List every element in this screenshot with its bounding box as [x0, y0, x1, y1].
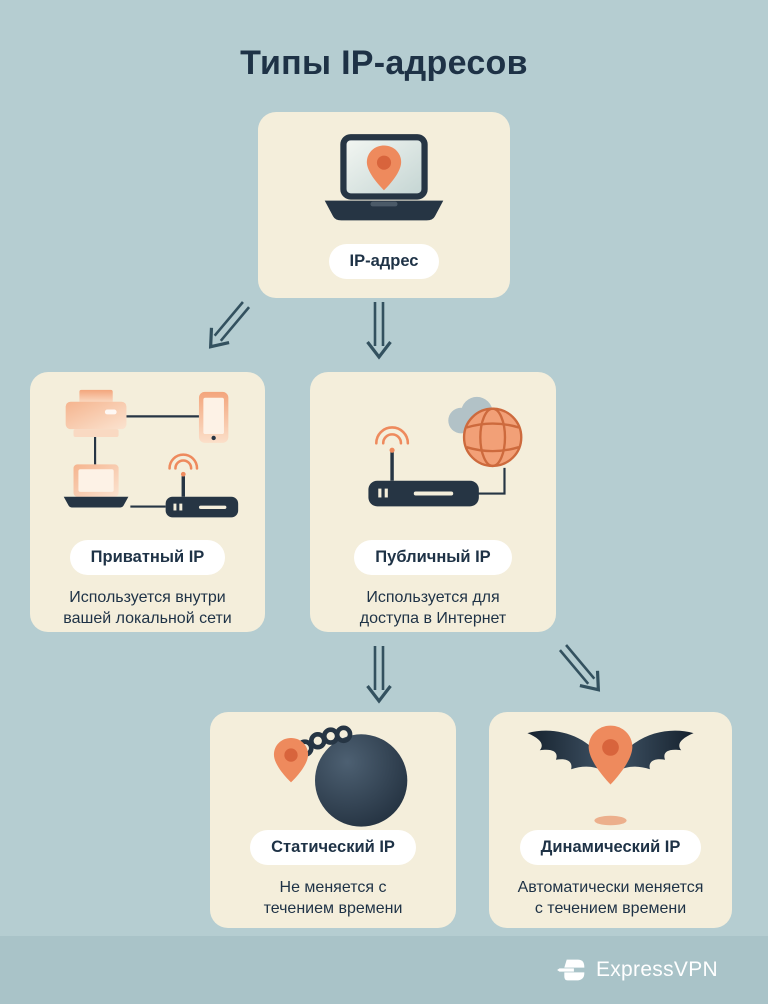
winged-pin-icon — [527, 725, 694, 826]
dynamic-ip-description-line1: Автоматически меняется — [517, 878, 704, 896]
router-globe-icon — [368, 396, 523, 507]
card-dynamic-ip: Динамический IP Автоматически меняется с… — [489, 712, 732, 928]
private-ip-description: Используется внутри вашей локальной сети — [63, 587, 231, 629]
laptop-location-pin-illustration — [258, 112, 510, 244]
local-network-icon — [63, 389, 238, 518]
label-pill-static-ip: Статический IP — [250, 830, 416, 865]
down-arrow-icon — [366, 646, 392, 704]
down-arrow-icon — [366, 302, 392, 360]
ball-and-chain-pin-icon — [273, 725, 408, 827]
private-ip-description-line1: Используется внутри — [69, 588, 226, 606]
local-network-illustration — [30, 372, 265, 540]
ball-and-chain-illustration — [210, 712, 456, 830]
arrow-public-to-dynamic — [551, 637, 611, 701]
page-title: Типы IP-адресов — [240, 44, 528, 82]
expressvpn-wordmark: ExpressVPN — [595, 958, 718, 981]
dynamic-ip-description-line2: с течением времени — [534, 899, 687, 917]
label-pill-public-ip: Публичный IP — [354, 540, 512, 575]
down-right-arrow-icon — [558, 644, 601, 692]
static-ip-description-line2: течением времени — [263, 899, 403, 917]
label-pill-private-ip: Приватный IP — [69, 540, 226, 575]
label-pill-ip-address: IP-адрес — [328, 244, 440, 279]
down-left-arrow-icon — [208, 301, 251, 349]
public-ip-description-line2: доступа в Интернет — [359, 609, 507, 627]
card-ip-address: IP-адрес — [258, 112, 510, 298]
card-static-ip: Статический IP Не меняется с течением вр… — [210, 712, 456, 928]
expressvpn-logo: ExpressVPN — [557, 958, 718, 982]
static-ip-description-line1: Не меняется с — [279, 878, 387, 896]
card-public-ip: Публичный IP Используется для доступа в … — [310, 372, 556, 632]
arrow-root-to-public — [364, 301, 394, 360]
private-ip-description-line2: вашей локальной сети — [63, 609, 232, 627]
laptop-location-pin-icon — [324, 134, 444, 221]
public-ip-description-line1: Используется для — [366, 588, 500, 606]
static-ip-description: Не меняется с течением времени — [264, 877, 403, 919]
router-globe-illustration — [310, 372, 556, 540]
public-ip-description: Используется для доступа в Интернет — [360, 587, 507, 629]
footer-band — [0, 936, 768, 1004]
card-private-ip: Приватный IP Используется внутри вашей л… — [30, 372, 265, 632]
label-pill-dynamic-ip: Динамический IP — [519, 830, 702, 865]
dynamic-ip-description: Автоматически меняется с течением времен… — [518, 877, 704, 919]
arrow-root-to-private — [198, 294, 258, 358]
expressvpn-icon — [557, 959, 585, 981]
globe-icon — [462, 407, 523, 468]
arrow-public-to-static — [364, 645, 394, 704]
winged-pin-illustration — [489, 712, 732, 830]
